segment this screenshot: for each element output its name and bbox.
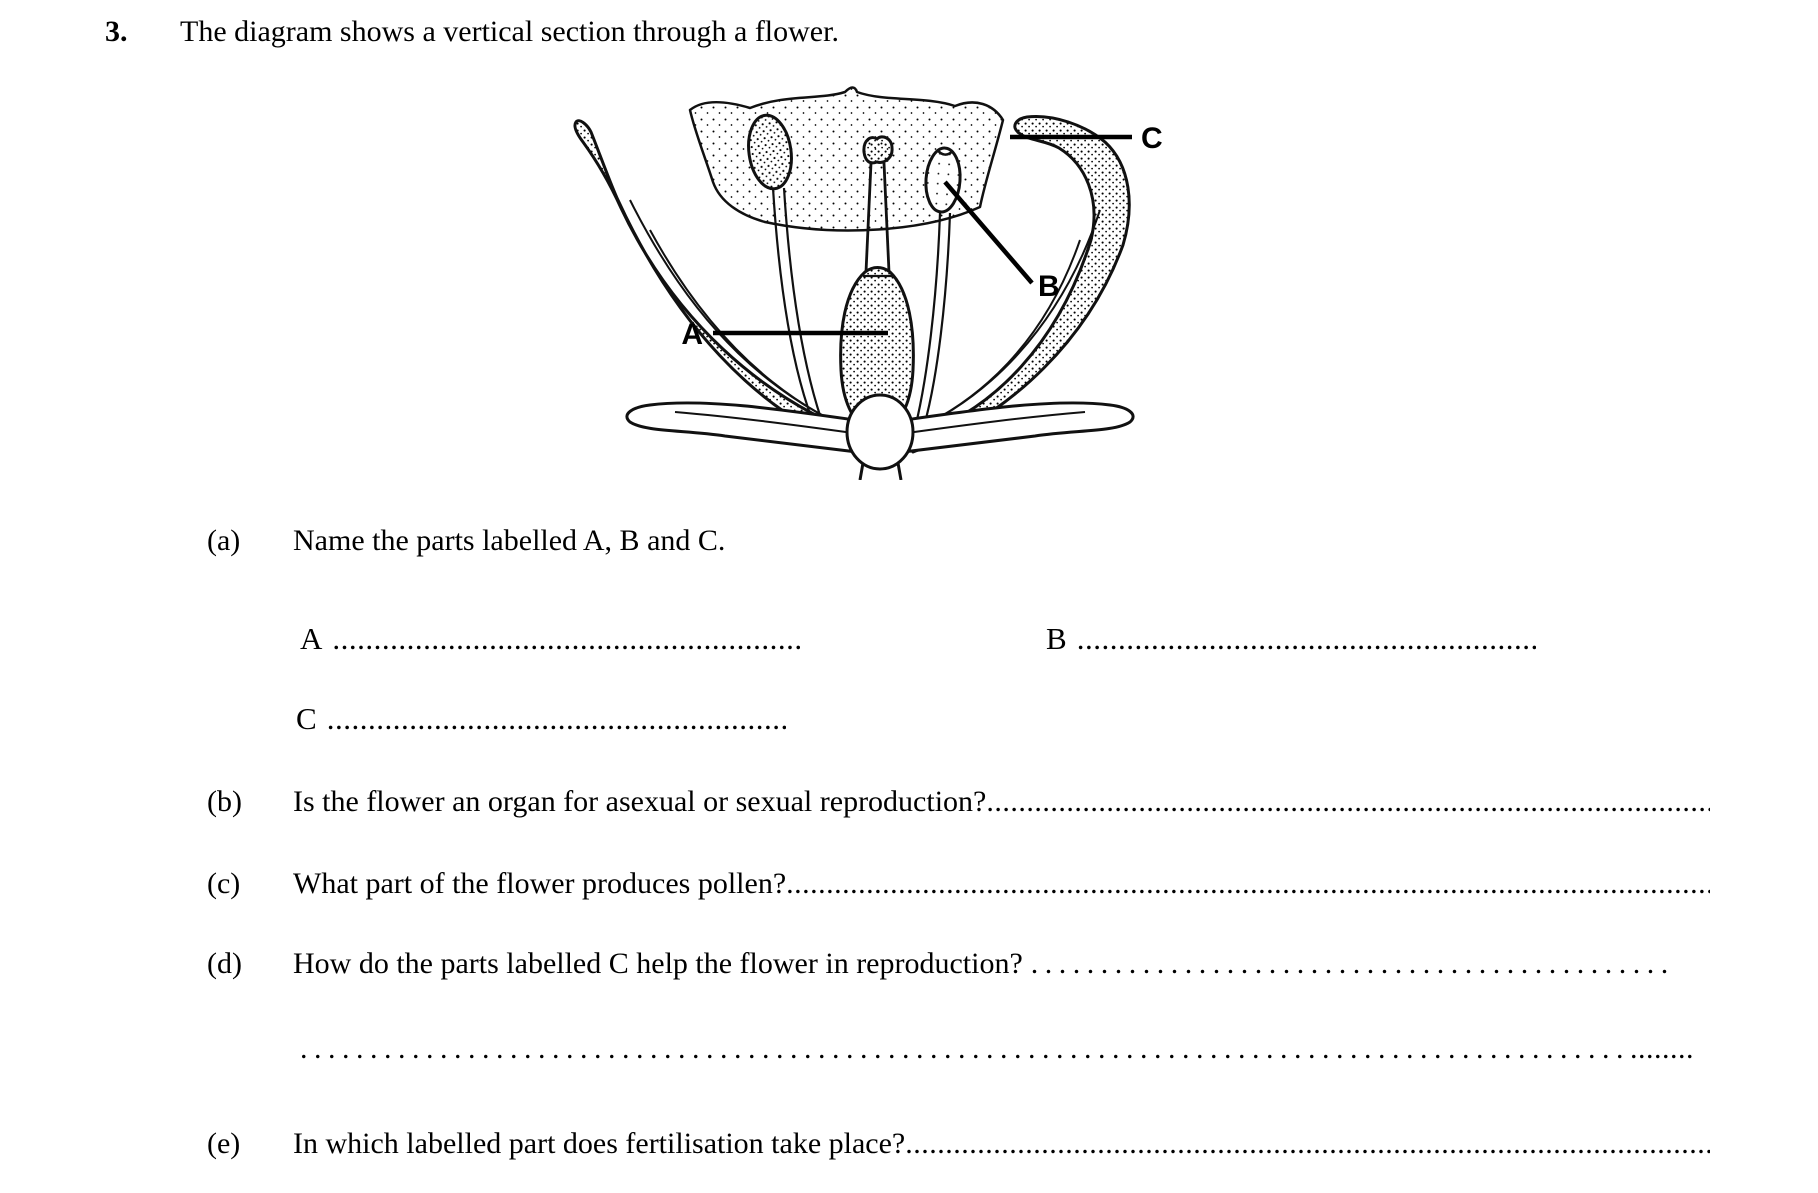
label-lines [713,134,1132,336]
answer-line-a: A.......................................… [300,620,800,658]
left-petal-wall [573,119,865,452]
answer-a-letter: A [300,621,323,656]
answer-line-c: C.......................................… [296,700,786,738]
continuation-dotted-line-tail: ......... [1630,1032,1692,1065]
part-c-prompt: What part of the flower produces pollen? [293,867,787,900]
part-a-id: (a) [207,524,241,557]
part-d-id: (d) [207,947,242,980]
label-line-b [943,180,1034,285]
flower-diagram: A B C [573,86,1163,480]
diagram-label-b: B [1038,270,1060,303]
stigma [862,135,894,165]
part-c-row: (c) What part of the flower produces poll… [207,865,1710,903]
part-b-id: (b) [207,785,242,818]
part-c-dotted-line: ........................................… [786,867,1710,900]
part-e-dotted-line: ........................................… [905,1127,1710,1160]
answer-a-dotted-line: ........................................… [332,621,800,656]
answer-c-dotted-line: ........................................… [326,701,786,736]
part-d-row: (d) How do the parts labelled C help the … [207,945,1710,983]
stem [858,462,903,480]
diagram-label-c: C [1141,122,1163,155]
part-d-prompt: How do the parts labelled C help the flo… [293,947,1023,980]
pistil [839,135,915,434]
answer-b-letter: B [1046,621,1067,656]
part-d-continuation-row: ........................................… [300,1030,1692,1068]
left-anther [747,113,793,191]
question-intro: The diagram shows a vertical section thr… [180,15,839,48]
part-b-row: (b) Is the flower an organ for asexual or… [207,783,1710,821]
part-a-row: (a) Name the parts labelled A, B and C. [207,522,1710,560]
part-c-id: (c) [207,867,241,900]
answer-c-letter: C [296,701,317,736]
part-e-row: (e) In which labelled part does fertilisa… [207,1125,1710,1163]
answer-b-dotted-line: ........................................… [1076,621,1536,656]
right-petal-wall [911,115,1131,454]
part-b-dotted-line: ........................................… [986,785,1710,818]
receptacle [845,393,915,471]
part-a-prompt: Name the parts labelled A, B and C. [293,524,726,557]
continuation-dotted-line: ........................................… [300,1032,1630,1065]
part-d-dotted-line: ........................................… [1030,947,1675,980]
question-number: 3. [105,15,128,48]
part-b-prompt: Is the flower an organ for asexual or se… [293,785,987,818]
sepals [625,401,1135,454]
diagram-label-a: A [681,318,703,351]
part-e-prompt: In which labelled part does fertilisatio… [293,1127,906,1160]
question-heading: 3. The diagram shows a vertical section t… [105,13,839,51]
answer-line-b: B.......................................… [1046,620,1536,658]
right-anther [924,146,962,214]
part-e-id: (e) [207,1127,241,1160]
